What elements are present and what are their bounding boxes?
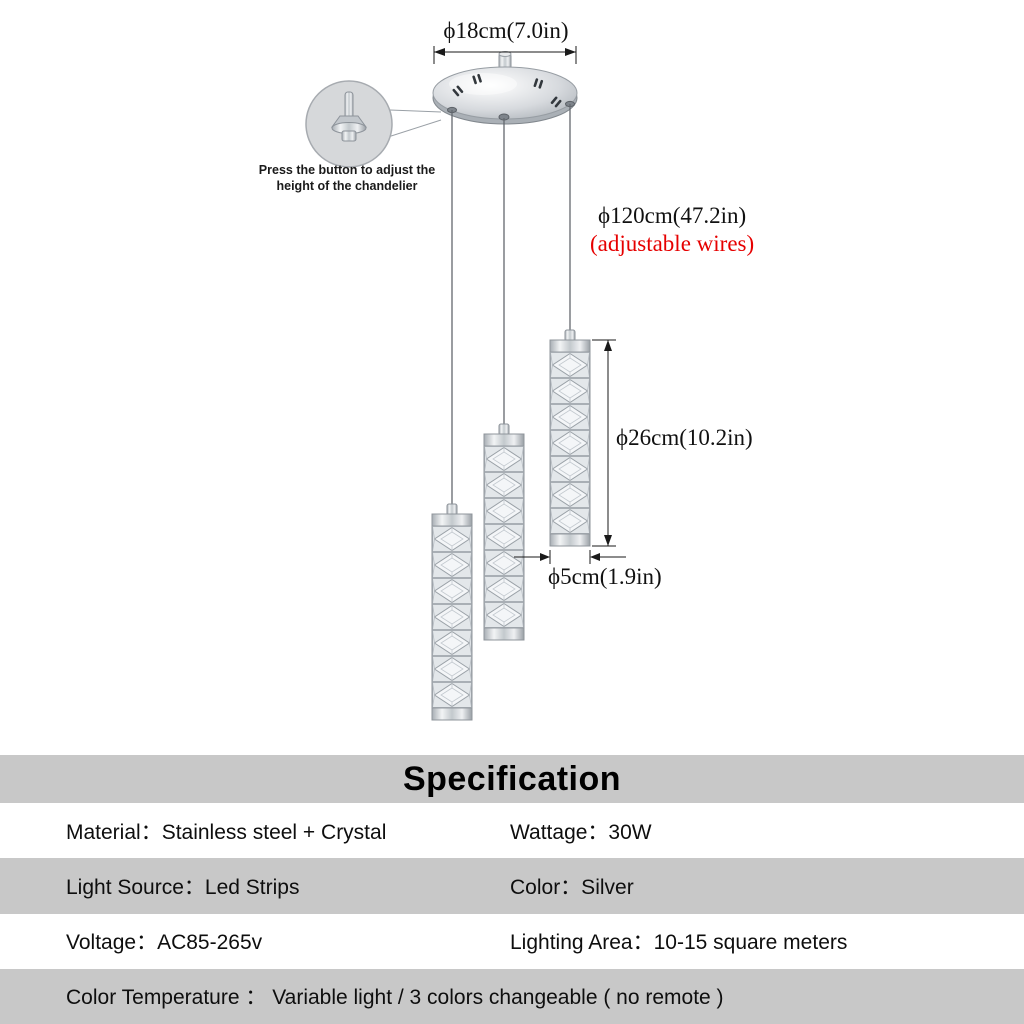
adjuster-nut: [341, 130, 357, 142]
canopy: [432, 51, 578, 125]
button-note-line1: Press the button to adjust the: [259, 163, 435, 177]
crystal-segments: [432, 526, 472, 708]
arrow-down-icon: [604, 535, 612, 546]
spec-cell-voltage: Voltage：AC85-265v: [66, 931, 263, 955]
height-adjuster-inset: [305, 80, 442, 168]
wire-note-label: (adjustable wires): [590, 231, 754, 256]
canopy-dim-label: ϕ18cm(7.0in): [443, 18, 568, 43]
specification-table: Specification Material：Stainless steel +…: [0, 755, 1024, 1024]
spec-header: Specification: [0, 755, 1024, 803]
spec-row-lightsource-color: Light Source：Led Strips Color：Silver: [0, 858, 1024, 914]
spec-row-voltage-area: Voltage：AC85-265v Lighting Area：10-15 sq…: [0, 913, 1024, 969]
button-note-line2: height of the chandelier: [277, 179, 418, 193]
spec-cell-lighting-area: Lighting Area：10-15 square meters: [510, 931, 848, 955]
spec-row-color-temperature: Color Temperature ： Variable light / 3 c…: [0, 968, 1024, 1024]
canopy-highlight: [449, 73, 517, 95]
wire-dim-label: ϕ120cm(47.2in): [598, 203, 746, 228]
spec-cell-color-temperature: Color Temperature ： Variable light / 3 c…: [66, 986, 724, 1010]
dim-canopy-diameter: [433, 46, 577, 64]
spec-row-material-wattage: Material：Stainless steel + Crystal Watta…: [0, 803, 1024, 859]
arrow-up-icon: [604, 340, 612, 351]
pendant-middle: [483, 423, 525, 641]
pendant-right: [549, 329, 591, 547]
crystal-segments: [484, 446, 524, 628]
pendant-left: [431, 503, 473, 721]
arrow-left-icon: [434, 48, 445, 56]
spec-cell-wattage: Wattage：30W: [510, 820, 652, 844]
pendant-length-label: ϕ26cm(10.2in): [616, 425, 753, 450]
spec-cell-material: Material：Stainless steel + Crystal: [66, 820, 387, 844]
arrow-in-left-icon: [590, 553, 600, 561]
arrow-right-icon: [565, 48, 576, 56]
arrow-in-right-icon: [540, 553, 550, 561]
crystal-segments: [550, 352, 590, 534]
dim-pendant-length: [592, 339, 616, 547]
product-diagram: Press the button to adjust the height of…: [259, 18, 754, 721]
vent-slots: [452, 73, 562, 108]
spec-cell-color: Color：Silver: [510, 875, 634, 899]
dim-pendant-width: [514, 550, 626, 564]
spec-cell-light-source: Light Source：Led Strips: [66, 875, 300, 899]
spec-title: Specification: [402, 759, 622, 798]
pendant-width-label: ϕ5cm(1.9in): [548, 564, 662, 589]
